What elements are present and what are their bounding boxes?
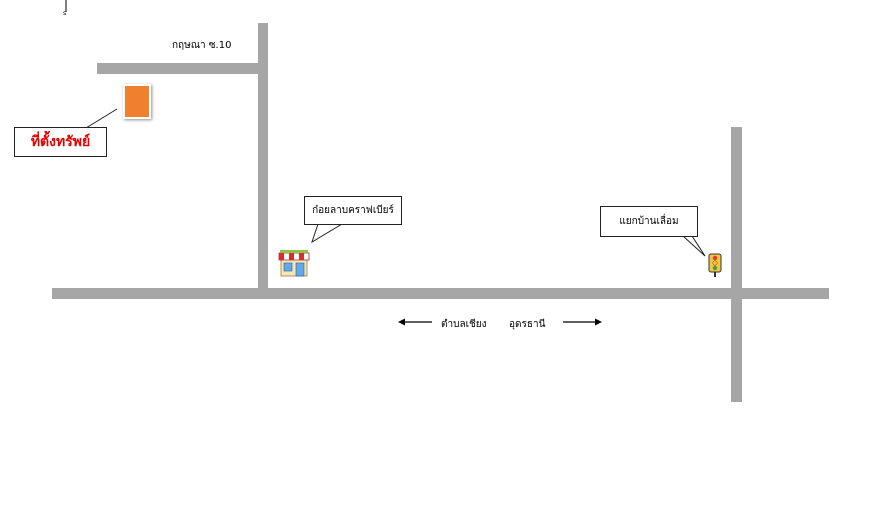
shop-label: ก๋อยลาบคราฟเบียร์ [312,205,394,216]
road-cross-vertical [731,127,742,402]
property-label-box: ที่ตั้งทรัพย์ [14,127,107,157]
shop-label-box: ก๋อยลาบคราฟเบียร์ [304,196,402,225]
road-soi-horizontal [97,63,265,74]
road-main-horizontal [52,288,829,299]
soi-label: กฤษณา ซ.10 [172,40,232,51]
property-label: ที่ตั้งทรัพย์ [30,134,91,150]
direction-right-label: อุดรธานี [509,319,546,330]
intersection-label-box: แยกบ้านเลื่อม [600,206,698,237]
intersection-label: แยกบ้านเลื่อม [619,216,679,227]
road-soi-vertical [258,23,268,297]
north-marker: s [58,0,74,22]
right-arrow-icon [563,318,602,326]
traffic-light-icon [708,253,722,277]
north-marker-letter: s [63,10,67,17]
north-arrow-icon [65,0,67,12]
left-arrow-icon [398,318,432,326]
shop-icon [278,250,310,277]
direction-left-label: ตำบลเชียง [441,319,487,330]
property-marker-icon [123,84,151,119]
